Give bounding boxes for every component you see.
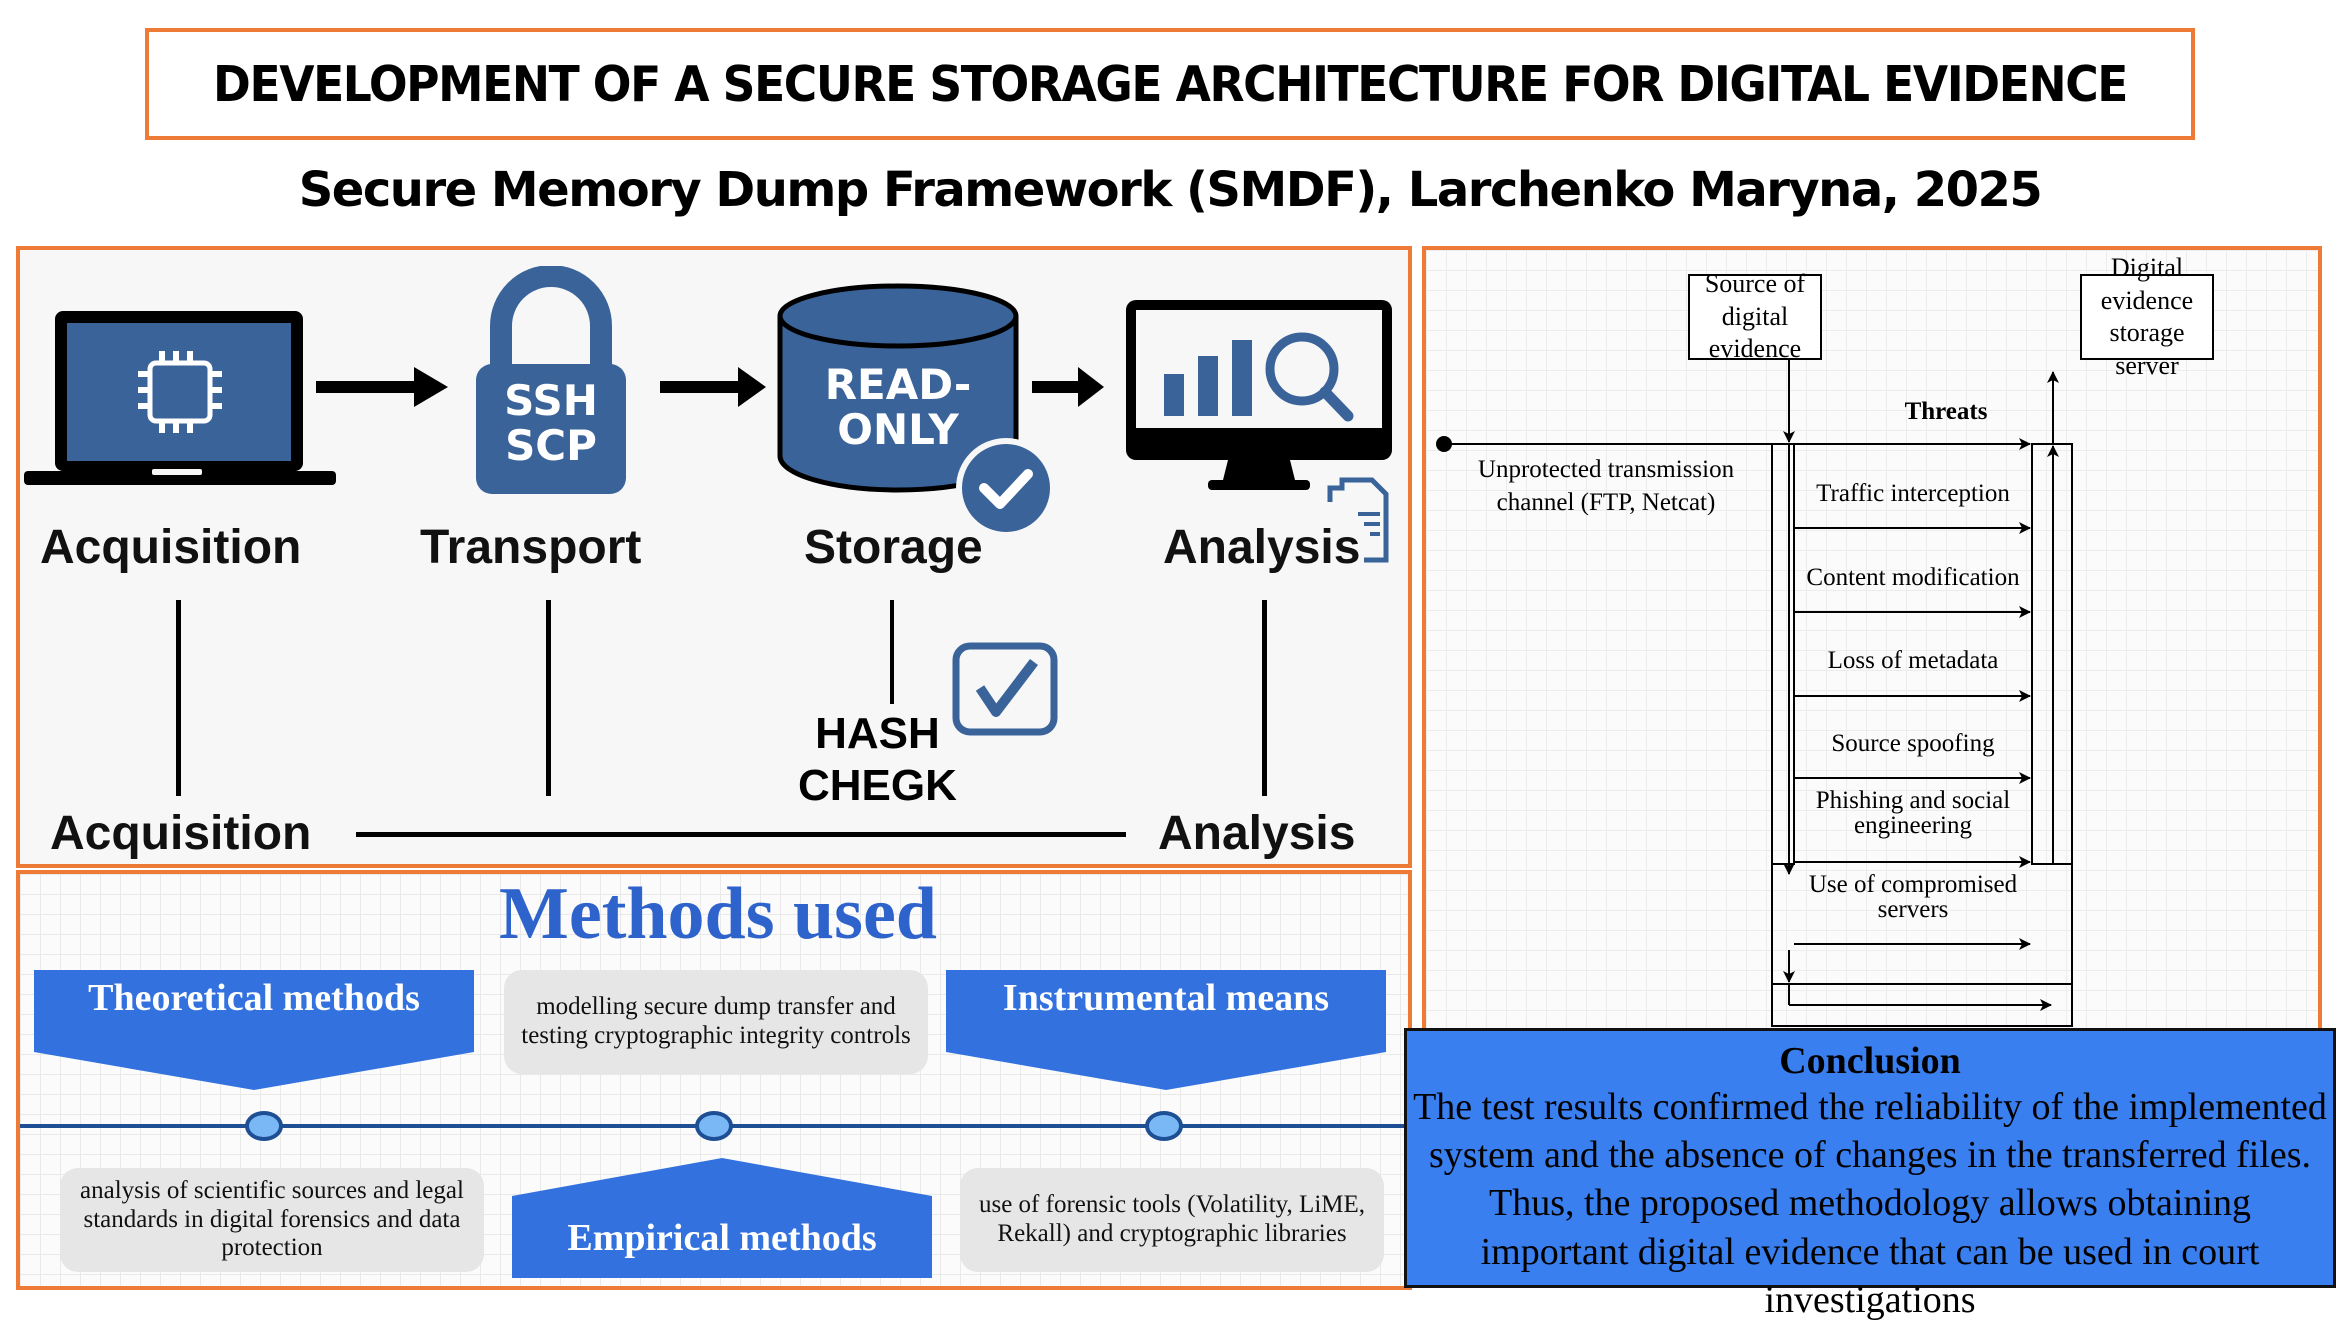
threat-item: Traffic interception [1816,480,2010,507]
arrow-right-icon [316,367,448,407]
channel-label: Unprotected transmission channel (FTP, N… [1477,456,1735,516]
methods-panel: Methods used Theoretical methods Instrum… [16,870,1412,1290]
threat-item: Phishing and social engineering [1815,787,2011,839]
source-box: Source of digital evidence [1688,269,1822,363]
check-badge-icon [956,438,1056,538]
poster-title: DEVELOPMENT OF A SECURE STORAGE ARCHITEC… [213,55,2128,113]
theoretical-methods-label: Theoretical methods [88,977,420,1019]
threat-flow-diagram [1436,360,2073,1027]
bottom-label-acquisition: Acquisition [50,807,312,860]
stage-label-acquisition: Acquisition [40,521,302,574]
threat-model-panel: Source of digital evidence Digital evide… [1422,246,2322,1046]
instrumental-means-label: Instrumental means [1002,977,1330,1019]
timeline-node-theoretical [245,1111,283,1141]
timeline-node-empirical [695,1111,733,1141]
instrumental-tag-shape [946,970,1386,1090]
empirical-description: modelling secure dump transfer and testi… [504,970,928,1074]
laptop-chip-icon [24,311,336,485]
stage-label-transport: Transport [420,521,642,574]
threat-item: Source spoofing [1831,730,1995,757]
poster-subtitle: Secure Memory Dump Framework (SMDF), Lar… [298,162,2043,218]
arrow-right-icon [1032,367,1104,407]
padlock-icon [476,266,626,494]
conclusion-title: Conclusion [1779,1040,1961,1082]
conclusion-body: The test results confirmed the reliabili… [1413,1085,2327,1321]
database-icon [777,283,1019,493]
connector-line [546,600,551,796]
database-text: READ-ONLY [824,360,972,455]
connector-line [1262,600,1267,796]
threats-heading: Threats [1904,398,1988,425]
flow-line [356,832,1126,837]
instrumental-description: use of forensic tools (Volatility, LiME,… [960,1168,1384,1272]
conclusion-box: Conclusion The test results confirmed th… [1404,1028,2336,1321]
title-banner: DEVELOPMENT OF A SECURE STORAGE ARCHITEC… [145,28,2195,140]
bottom-label-analysis: Analysis [1158,807,1356,860]
theoretical-tag-shape [34,970,474,1090]
monitor-analytics-icon [1126,300,1392,490]
theoretical-description: analysis of scientific sources and legal… [60,1168,484,1272]
connector-line [890,600,894,704]
arrow-right-icon [660,367,766,407]
empirical-tag-shape [512,1158,932,1278]
empirical-methods-label: Empirical methods [567,1217,877,1259]
stage-label-analysis: Analysis [1163,521,1361,574]
connector-line [176,600,181,796]
timeline-node-instrumental [1145,1111,1183,1141]
threat-item: Use of compromised servers [1808,871,2018,923]
methods-title: Methods used [499,873,937,955]
document-icon [1327,477,1389,563]
checkbox-checked-icon [952,642,1058,736]
threat-item: Loss of metadata [1827,647,1999,674]
threat-item: Content modification [1806,564,2020,591]
stage-label-storage: Storage [804,521,983,574]
